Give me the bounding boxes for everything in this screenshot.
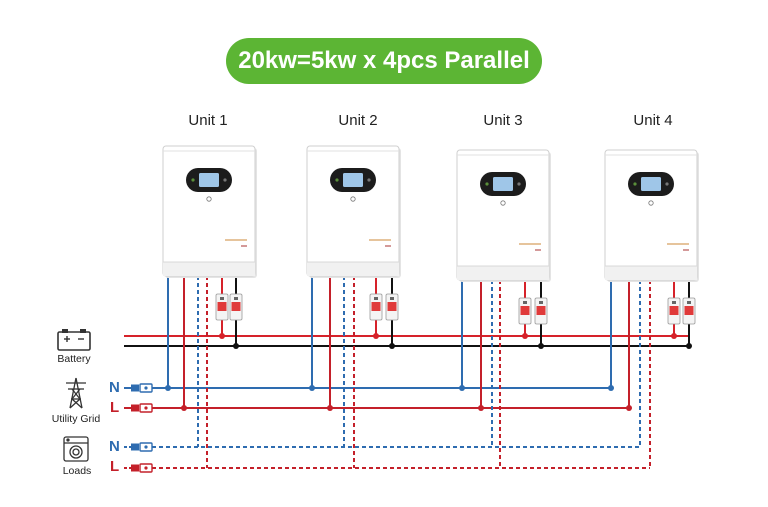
unit-2-grid-neutral-junction xyxy=(309,385,315,391)
unit-4-lcd-screen xyxy=(641,177,661,191)
utility-grid-label: Utility Grid xyxy=(51,413,101,425)
unit-2-battery-negative-junction xyxy=(389,343,395,349)
unit-4-label: Unit 4 xyxy=(633,112,673,129)
unit-2-label: Unit 2 xyxy=(338,112,378,129)
unit-4-battery-negative-junction xyxy=(686,343,692,349)
unit-4-positive-breaker xyxy=(667,297,681,325)
unit-1-battery-negative-junction xyxy=(233,343,239,349)
unit-2-negative-breaker xyxy=(385,293,399,321)
load-live-connector xyxy=(124,463,153,473)
unit-4-grid-neutral-junction xyxy=(608,385,614,391)
unit-2-inverter xyxy=(306,145,401,278)
grid-live-letter: L xyxy=(110,399,120,416)
unit-3-grid-neutral-junction xyxy=(459,385,465,391)
grid-neutral-letter: N xyxy=(109,379,120,396)
load-neutral-connector xyxy=(124,442,153,452)
unit-4-grid-live-junction xyxy=(626,405,632,411)
battery-icon xyxy=(57,329,91,351)
loads-neutral-letter: N xyxy=(109,438,120,455)
unit-3-label: Unit 3 xyxy=(483,112,523,129)
loads-label: Loads xyxy=(62,465,92,477)
breakers xyxy=(215,293,696,325)
unit-1-grid-live-junction xyxy=(181,405,187,411)
unit-1-label: Unit 1 xyxy=(188,112,228,129)
unit-1-lcd-screen xyxy=(199,173,219,187)
unit-3-grid-live-junction xyxy=(478,405,484,411)
power-pylon-icon xyxy=(66,377,86,409)
unit-4-logo-mark xyxy=(648,200,654,206)
unit-1-battery-positive-junction xyxy=(219,333,225,339)
unit-2-lcd-screen xyxy=(343,173,363,187)
unit-3-inverter xyxy=(456,149,551,282)
grid-live-connector xyxy=(124,403,153,413)
wires xyxy=(124,276,692,469)
unit-1-grid-neutral-junction xyxy=(165,385,171,391)
connectors xyxy=(124,383,153,473)
battery-label: Battery xyxy=(57,353,91,365)
unit-1-logo-mark xyxy=(206,196,212,202)
unit-3-logo-mark xyxy=(500,200,506,206)
unit-1-positive-breaker xyxy=(215,293,229,321)
unit-4-battery-positive-junction xyxy=(671,333,677,339)
unit-4-inverter xyxy=(604,149,699,282)
loads-live-letter: L xyxy=(110,458,120,475)
loads-icon xyxy=(63,436,89,462)
unit-2-logo-mark xyxy=(350,196,356,202)
unit-3-negative-breaker xyxy=(534,297,548,325)
unit-4-negative-breaker xyxy=(682,297,696,325)
icons xyxy=(57,329,91,462)
inverters xyxy=(162,145,699,282)
grid-neutral-connector xyxy=(124,383,153,393)
unit-3-battery-negative-junction xyxy=(538,343,544,349)
unit-3-battery-positive-junction xyxy=(522,333,528,339)
unit-2-battery-positive-junction xyxy=(373,333,379,339)
unit-3-lcd-screen xyxy=(493,177,513,191)
unit-2-grid-live-junction xyxy=(327,405,333,411)
unit-1-negative-breaker xyxy=(229,293,243,321)
unit-3-positive-breaker xyxy=(518,297,532,325)
diagram-title: 20kw=5kw x 4pcs Parallel xyxy=(226,38,542,84)
unit-2-positive-breaker xyxy=(369,293,383,321)
unit-1-inverter xyxy=(162,145,257,278)
